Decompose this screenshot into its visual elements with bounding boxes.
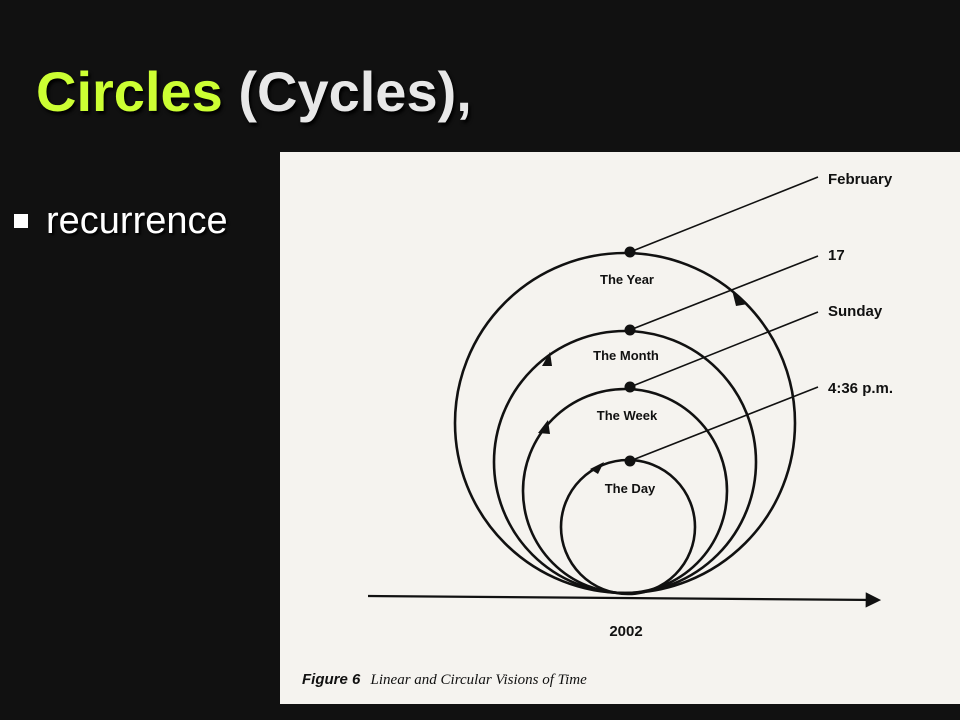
month-direction-arrow-icon xyxy=(542,352,552,366)
february-pointer-line xyxy=(629,176,819,253)
year-direction-arrow-icon xyxy=(732,290,748,306)
february-label: February xyxy=(828,171,893,188)
bullet-item: recurrence xyxy=(14,202,228,240)
month-label: The Month xyxy=(593,348,659,363)
time-label: 4:36 p.m. xyxy=(828,380,893,397)
year-label: The Year xyxy=(600,272,654,287)
bullet-text: recurrence xyxy=(46,200,228,242)
week-label: The Week xyxy=(597,408,658,423)
sunday-pointer-line xyxy=(629,311,819,388)
timeline-year-label: 2002 xyxy=(609,623,642,640)
time-cycles-figure: The Year The Month The Week The Day Febr… xyxy=(280,152,960,704)
timeline-arrow xyxy=(367,592,882,608)
caption-text: Linear and Circular Visions of Time xyxy=(370,672,588,688)
time-pointer-line xyxy=(629,386,819,462)
day-label: The Day xyxy=(605,481,656,496)
seventeen-pointer-line xyxy=(629,255,819,331)
slide-title: Circles (Cycles), xyxy=(36,64,472,120)
cycles-diagram: The Year The Month The Week The Day Febr… xyxy=(302,171,893,688)
slide-title-circles: Circles xyxy=(36,60,223,123)
figure-caption: Figure 6 Linear and Circular Visions of … xyxy=(302,671,587,688)
day-direction-arrow-icon xyxy=(590,462,604,474)
sunday-label: Sunday xyxy=(828,303,883,320)
bullet-square-icon xyxy=(14,214,28,228)
week-direction-arrow-icon xyxy=(538,420,550,434)
seventeen-label: 17 xyxy=(828,247,845,264)
caption-prefix: Figure 6 xyxy=(302,671,361,688)
slide-title-cycles: (Cycles), xyxy=(238,60,472,123)
